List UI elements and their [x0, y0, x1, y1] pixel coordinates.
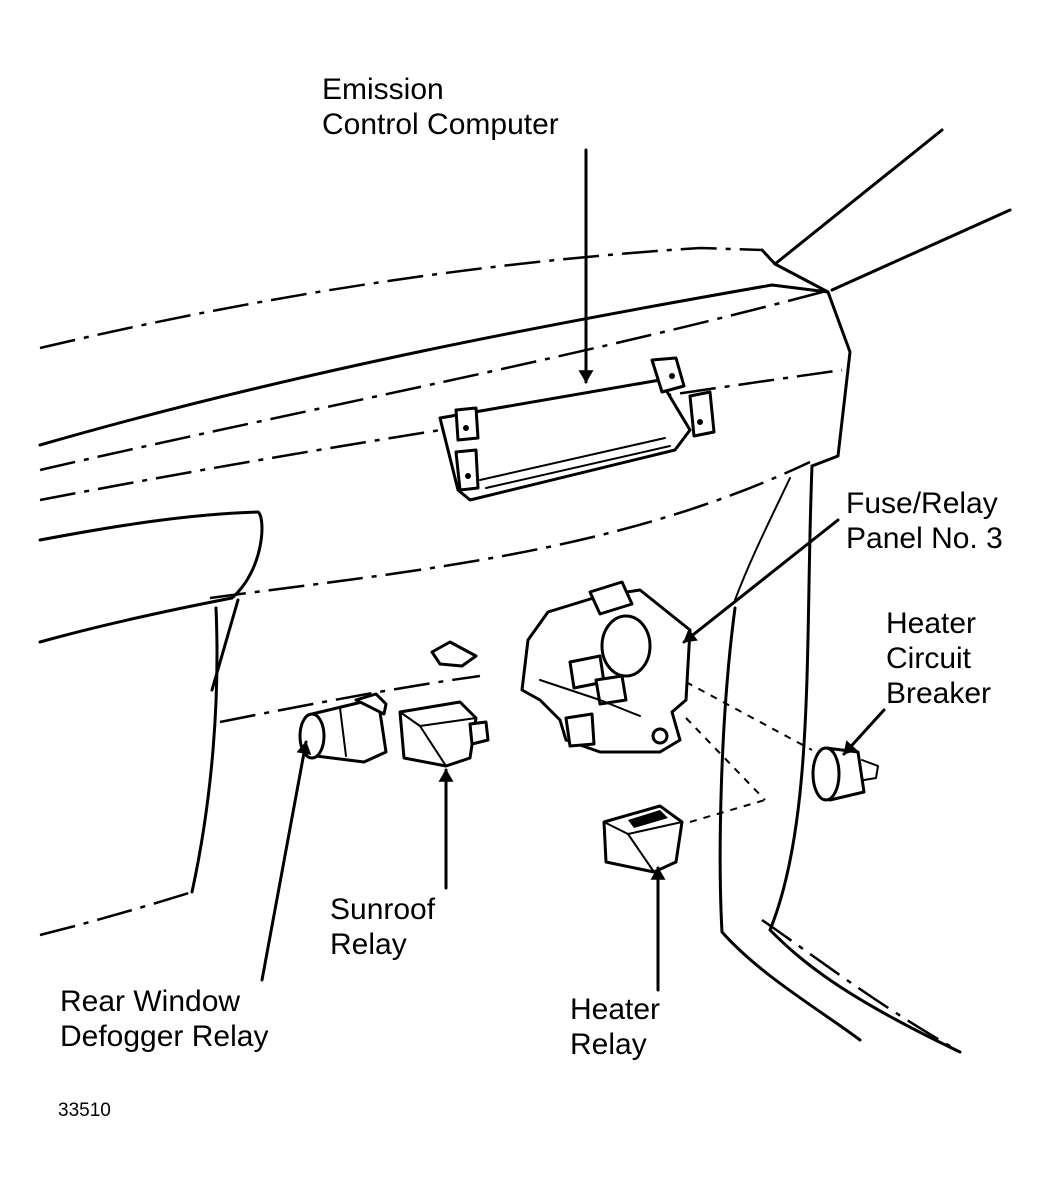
defogger-label-line2: Defogger Relay: [60, 1020, 269, 1053]
heater-relay: [602, 804, 684, 874]
sunroof-label-line2: Relay: [330, 928, 407, 961]
fuse-panel-arrow: [682, 518, 840, 644]
fuse-relay-panel-no-3: [520, 580, 692, 754]
breaker-label-line1: Heater: [886, 607, 977, 640]
fuse-label-line1: Fuse/Relay: [846, 487, 998, 520]
circuit-breaker-arrow: [842, 708, 886, 756]
figure-number: 33510: [58, 1100, 111, 1121]
emission-label-line1: Emission: [322, 73, 444, 106]
heater-circuit-breaker: [811, 746, 879, 802]
sunroof-relay: [398, 700, 490, 768]
emission-control-computer: [438, 356, 716, 502]
sunroof-label-line1: Sunroof: [330, 893, 436, 926]
defogger-label-line1: Rear Window: [60, 985, 241, 1018]
dashboard-outline: [39, 246, 961, 1054]
defogger-relay-arrow: [260, 740, 312, 982]
small-clip: [430, 640, 478, 668]
assembly-guide-lines: [685, 681, 813, 823]
dashboard-structure: [38, 128, 1012, 1054]
breaker-label-line3: Breaker: [886, 677, 992, 710]
breaker-label-line2: Circuit: [886, 642, 972, 675]
fuse-label-line2: Panel No. 3: [846, 522, 1003, 555]
emission-label-line2: Control Computer: [322, 108, 559, 141]
leader-arrows: [260, 148, 886, 992]
heater-relay-label-line1: Heater: [570, 993, 661, 1026]
heater-relay-label-line2: Relay: [570, 1028, 647, 1061]
